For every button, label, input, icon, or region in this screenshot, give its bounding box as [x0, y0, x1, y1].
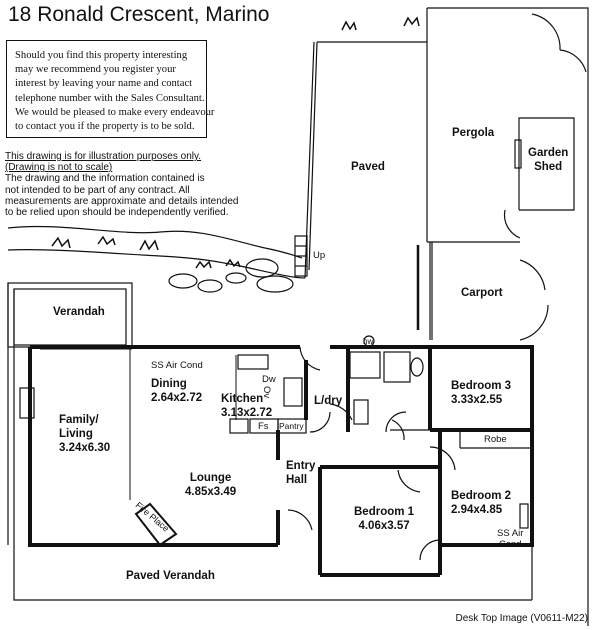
label-lounge-name: Lounge [189, 472, 232, 484]
label-garden-shed: Garden Shed [528, 146, 568, 174]
pantry-box [277, 418, 307, 434]
notice-line: Should you find this property interestin… [15, 50, 188, 61]
label-laundry: L/dry [314, 395, 343, 407]
label-bedroom-2: Bedroom 2 2.94x4.85 [451, 489, 511, 517]
disclaimer-line: This drawing is for illustration purpose… [5, 151, 202, 162]
label-paved-verandah: Paved Verandah [126, 570, 215, 582]
pond-lily [168, 273, 198, 289]
label-bedroom-1-size: 4.06x3.57 [358, 520, 410, 532]
garden-edge [308, 41, 318, 271]
disclaimer: This drawing is for illustration purpose… [5, 151, 265, 218]
label-pergola: Pergola [452, 127, 495, 139]
fire-place [134, 502, 178, 547]
laundry-trough [349, 351, 381, 379]
label-bedroom-1: Bedroom 1 4.06x3.57 [354, 505, 414, 533]
toilet [410, 357, 424, 377]
side-fence [427, 7, 589, 626]
label-paved: Paved [351, 161, 385, 173]
disclaimer-line: not intended to be part of any contract.… [5, 184, 190, 196]
label-hw: hw [363, 337, 374, 346]
label-dining: Dining 2.64x2.72 [151, 377, 202, 405]
label-pantry: Pantry [279, 421, 304, 431]
fridge-space [229, 418, 249, 434]
label-entry-line1: Entry [286, 460, 316, 472]
label-bedroom-2-size: 2.94x4.85 [451, 504, 503, 516]
label-lounge: Lounge 4.85x3.49 [185, 471, 236, 499]
disclaimer-line: to be relied upon should be independentl… [5, 207, 229, 219]
paved-verandah-outline [13, 545, 532, 601]
label-entry-line2: Hall [286, 474, 308, 486]
label-dw: Dw [262, 374, 276, 385]
oven [283, 377, 303, 407]
label-bedroom-3-name: Bedroom 3 [451, 380, 512, 392]
page-title: 18 Ronald Crescent, Marino [8, 3, 270, 26]
label-dining-name: Dining [151, 378, 187, 390]
label-ss-air-cond-dining: SS Air Cond [151, 360, 203, 371]
notice-line: to contact you if the property is to be … [15, 121, 195, 133]
label-ss-air-cond-bed2: SS Air Cond [497, 528, 523, 550]
disclaimer-line: The drawing and the information containe… [5, 173, 205, 185]
garden-shed-outline [518, 117, 575, 211]
label-ss-air-line2: Cond [498, 539, 522, 550]
notice-line: telephone number with the Sales Consulta… [15, 92, 205, 104]
label-lounge-size: 4.85x3.49 [185, 486, 237, 498]
label-kitchen-name: Kitchen [221, 393, 264, 405]
garden-bed-edge [7, 225, 303, 259]
label-bedroom-3: Bedroom 3 3.33x2.55 [451, 379, 511, 407]
footer-image-code: Desk Top Image (V0611-M22) [455, 613, 588, 624]
label-ss-air-line1: SS Air [497, 528, 524, 539]
disclaimer-line: (Drawing is not to scale) [5, 162, 113, 174]
disclaimer-line: measurements are approximate and details… [5, 195, 239, 207]
label-bedroom-2-name: Bedroom 2 [451, 490, 512, 502]
label-bedroom-3-size: 3.33x2.55 [451, 394, 503, 406]
label-kitchen-size: 3.13x2.72 [221, 407, 273, 419]
kitchen-sink [237, 354, 269, 370]
notice-line: interest by leaving your name and contac… [15, 78, 193, 90]
notice-line: may we recommend you register your [15, 64, 176, 76]
label-garden-shed-line1: Garden [528, 147, 569, 159]
notice-box: Should you find this property interestin… [6, 40, 215, 138]
label-family-line2: Living [59, 428, 93, 440]
label-fs: Fs [258, 421, 269, 432]
notice-line: We would be pleased to make every endeav… [15, 106, 215, 118]
hot-water-unit [363, 335, 375, 347]
label-garden-shed-line2: Shed [534, 161, 563, 173]
label-up: Up [313, 250, 326, 261]
label-carport: Carport [461, 287, 503, 299]
label-kitchen: Kitchen 3.13x2.72 [221, 392, 272, 420]
label-family-size: 3.24x6.30 [59, 442, 111, 454]
label-bedroom-1-name: Bedroom 1 [354, 506, 415, 518]
label-verandah: Verandah [53, 306, 105, 318]
label-entry-hall: Entry Hall [286, 459, 315, 487]
label-family-line1: Family/ [59, 414, 99, 426]
plant-1 [51, 236, 71, 249]
label-robe: Robe [484, 434, 507, 445]
label-family-living: Family/ Living 3.24x6.30 [59, 413, 110, 455]
label-dining-size: 2.64x2.72 [151, 392, 203, 404]
